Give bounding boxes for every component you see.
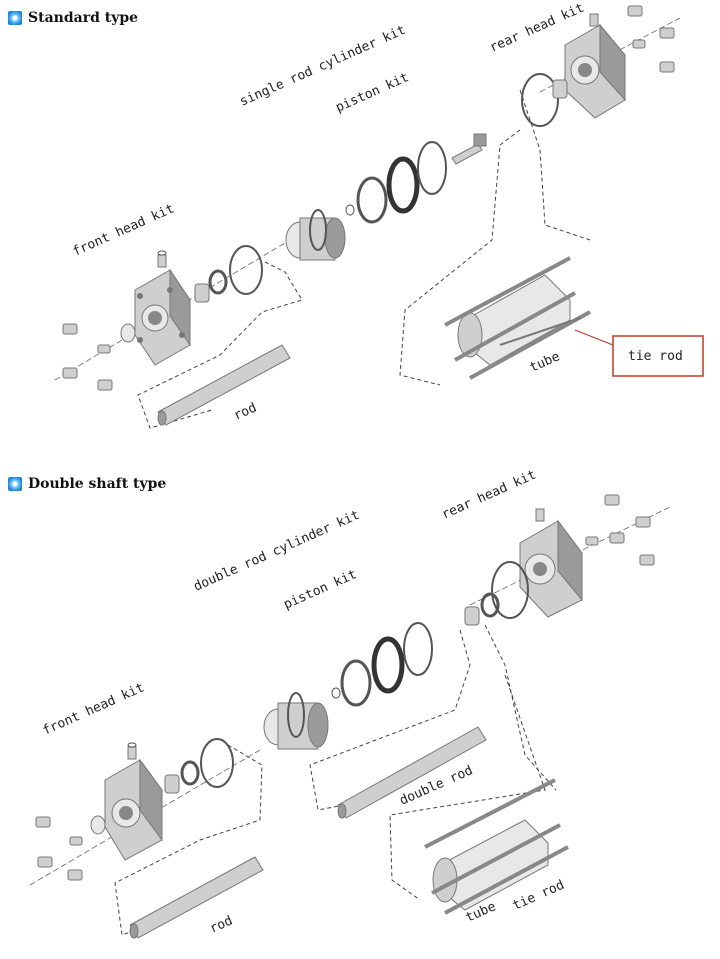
front-bushing-seal [194, 245, 263, 303]
piston-seals [345, 141, 447, 224]
rear-fittings [521, 5, 675, 127]
rod-bracket-dashed [137, 261, 303, 429]
section-title: Double shaft type [28, 476, 167, 492]
standard-type-diagram: single rod cylinder kit piston kit rear … [54, 1, 704, 429]
rear-bracket-dashed [519, 89, 591, 241]
front-fittings [35, 742, 137, 881]
tie-rod-callout-box [612, 335, 704, 377]
piston [263, 692, 329, 750]
rod-bracket-dashed [114, 744, 263, 936]
tie-rod-callout-line [574, 329, 614, 346]
rear-head-block [564, 23, 626, 119]
label-single-rod-cylinder-kit: single rod cylinder kit [238, 23, 409, 110]
label-rear-head-kit: rear head kit [440, 468, 539, 523]
label-piston-kit: piston kit [282, 567, 360, 613]
section-title: Standard type [28, 10, 139, 26]
piston-seals [331, 622, 433, 707]
bullet-icon [8, 477, 22, 491]
double-rod-bracket-dashed [309, 629, 471, 811]
piston-rod [157, 344, 291, 426]
bullet-icon [8, 11, 22, 25]
section-header-double-shaft: Double shaft type [8, 476, 166, 492]
front-head-block [104, 758, 163, 861]
rear-fittings [464, 494, 655, 626]
double-rod [337, 726, 487, 819]
section-header-standard: Standard type [8, 10, 138, 26]
front-fittings [62, 250, 167, 391]
front-bushing-seal [164, 738, 234, 794]
rear-axis-line [539, 17, 681, 93]
label-tie-rod: tie rod [511, 878, 567, 914]
piston-bolt [451, 133, 487, 165]
piston-rod [129, 856, 264, 939]
cylinder-tube [444, 256, 591, 380]
double-rod-right-dashed [484, 624, 557, 791]
label-tie-rod: tie rod [628, 349, 683, 364]
front-head-block [134, 268, 191, 366]
label-rod: rod [232, 400, 260, 423]
double-shaft-diagram: double rod cylinder kit piston kit rear … [29, 468, 671, 939]
rear-head-block [519, 519, 583, 618]
label-front-head-kit: front head kit [41, 680, 147, 738]
tube-bracket-dashed [399, 129, 521, 386]
label-tube: tube [528, 349, 563, 376]
cylinder-tube [424, 778, 569, 915]
label-piston-kit: piston kit [334, 70, 412, 116]
label-rod: rod [208, 913, 236, 936]
piston [285, 209, 346, 261]
